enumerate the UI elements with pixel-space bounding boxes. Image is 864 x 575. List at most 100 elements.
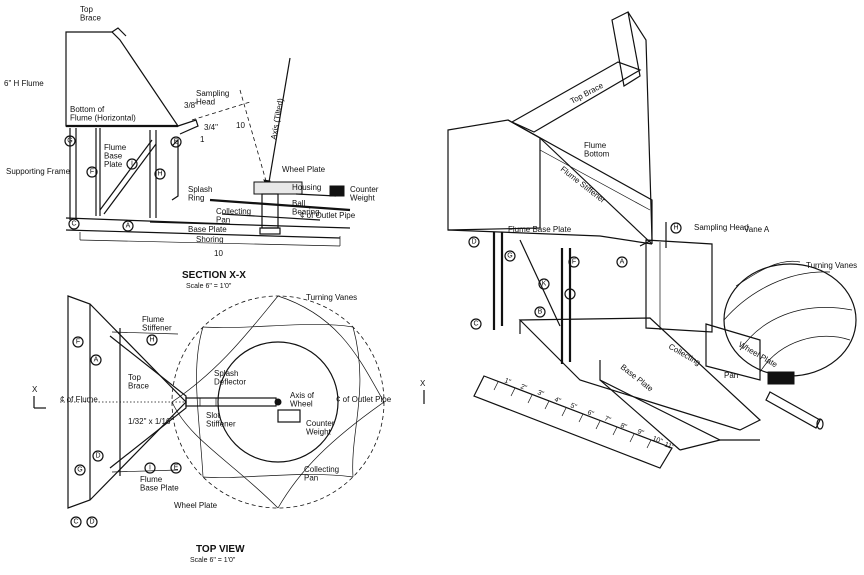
svg-text:F: F <box>572 259 576 266</box>
sec-ref-h: H <box>154 168 166 180</box>
top-view-scale: Scale 6" = 1'0" <box>190 557 236 564</box>
iso-view: 1" 2" 3" 4" 5" 6" 7" 8" 9" 10" 11" Top B… <box>447 11 857 469</box>
iso-ref-a: A <box>616 256 628 268</box>
iso-ref-k: K <box>538 278 550 290</box>
svg-text:H: H <box>157 171 162 178</box>
iso-turning-vanes: Turning Vanes <box>806 261 857 270</box>
ruler-tick-2: 2" <box>519 383 528 392</box>
ruler-tick-1: 1" <box>503 377 512 386</box>
sec-ref-g: G <box>64 135 76 147</box>
top-ref-i: I <box>144 462 156 474</box>
sec-ref-a: A <box>122 220 134 232</box>
top-x-right: X <box>420 379 426 388</box>
svg-text:D: D <box>95 453 100 460</box>
iso-ref-f: F <box>568 256 580 268</box>
sec-wheel-plate: Wheel Plate <box>282 165 326 174</box>
top-view-title: TOP VIEW <box>196 544 245 555</box>
top-x-left: X <box>32 385 38 394</box>
ruler-tick-8: 8" <box>619 422 628 431</box>
sec-one: 1 <box>200 135 205 144</box>
svg-text:D: D <box>89 519 94 526</box>
ruler-tick-5: 5" <box>569 402 578 411</box>
iso-flume-base-plate: Flume Base Plate <box>508 225 572 234</box>
top-ref-d: D <box>92 450 104 462</box>
iso-ref-h: H <box>670 222 682 234</box>
sec-ref-e: E <box>170 136 182 148</box>
svg-text:C: C <box>473 321 478 328</box>
ruler-tick-9: 9" <box>636 428 645 437</box>
sec-supporting-frame: Supporting Frame <box>6 167 71 176</box>
svg-text:I: I <box>569 291 571 298</box>
top-turning-vanes: Turning Vanes <box>306 293 357 302</box>
svg-text:D: D <box>471 239 476 246</box>
iso-sampling-head: Sampling Head <box>694 223 749 232</box>
top-ref-e: E <box>170 462 182 474</box>
top-ref-d2: D <box>86 516 98 528</box>
sec-base-plate: Base Plate <box>188 225 227 234</box>
svg-text:A: A <box>126 223 131 230</box>
sec-frac-3-8: 3/8" <box>184 101 198 110</box>
top-ref-h: H <box>146 334 158 346</box>
ruler-tick-7: 7" <box>603 415 612 424</box>
ruler-tick-3: 3" <box>536 389 545 398</box>
sec-frac-3-4: 3/4" <box>204 123 218 132</box>
sec-flume-label: 6" H Flume <box>4 79 44 88</box>
svg-text:C: C <box>71 221 76 228</box>
sec-shoring: Shoring <box>196 235 224 244</box>
svg-text:F: F <box>76 339 80 346</box>
svg-text:H: H <box>673 225 678 232</box>
top-cl-flume: ¢ of Flume <box>60 395 98 404</box>
sec-ten-a: 10 <box>236 121 245 130</box>
svg-text:E: E <box>174 465 179 472</box>
iso-pan: Pan <box>724 371 738 380</box>
section-scale: Scale 6" = 1'0" <box>186 283 232 290</box>
svg-text:B: B <box>538 309 543 316</box>
svg-text:C: C <box>73 519 78 526</box>
svg-text:E: E <box>174 139 179 146</box>
sec-ten-b: 10 <box>214 249 223 258</box>
iso-wheel-plate: Wheel Plate <box>737 340 779 370</box>
svg-text:I: I <box>131 161 133 168</box>
iso-ref-b: B <box>534 306 546 318</box>
svg-text:G: G <box>507 253 512 260</box>
svg-text:G: G <box>67 138 72 145</box>
sec-housing: Housing <box>292 183 321 192</box>
iso-ref-i: I <box>564 288 576 300</box>
ruler-tick-10: 10" <box>651 435 664 445</box>
sec-outlet-pipe: ¢ of Outlet Pipe <box>300 211 356 220</box>
svg-text:K: K <box>542 281 547 288</box>
sec-axis-tilted: Axis (Tilted) <box>269 97 285 140</box>
svg-text:A: A <box>94 357 99 364</box>
iso-collecting: Collecting <box>667 342 702 367</box>
top-outlet-pipe: ¢ of Outlet Pipe <box>336 395 392 404</box>
ruler-tick-4: 4" <box>553 396 562 405</box>
top-ref-g: G <box>74 464 86 476</box>
svg-text:G: G <box>77 467 82 474</box>
top-ref-f: F <box>72 336 84 348</box>
iso-ref-c: C <box>470 318 482 330</box>
iso-ref-d: D <box>468 236 480 248</box>
sec-ref-c: C <box>68 218 80 230</box>
top-wheel-plate: Wheel Plate <box>174 501 218 510</box>
sec-ref-f: F <box>86 166 98 178</box>
